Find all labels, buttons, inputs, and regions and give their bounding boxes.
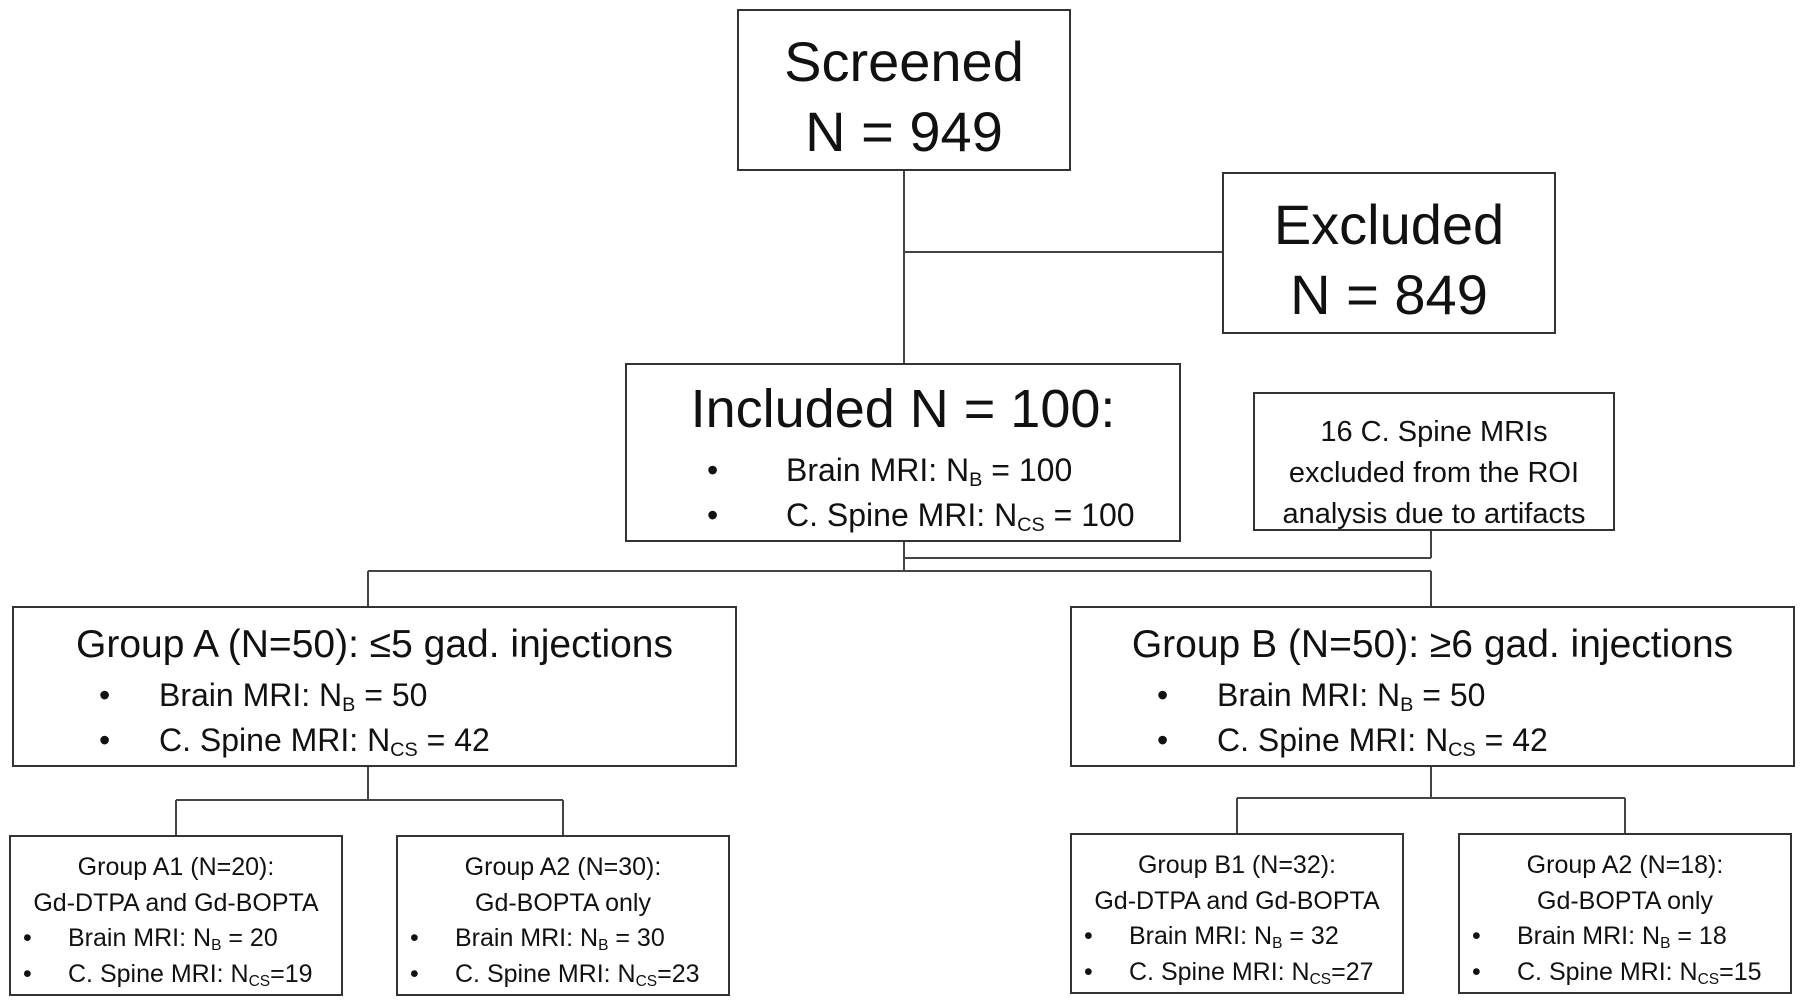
group-b1-box: Group B1 (N=32): Gd-DTPA and Gd-BOPTA •B…: [1070, 833, 1404, 994]
note-line: analysis due to artifacts: [1282, 498, 1586, 530]
screened-count: N = 949: [805, 100, 1003, 163]
group-b2-spine-row: •C. Spine MRI: NCS=15: [1472, 954, 1762, 990]
bullet: •: [23, 960, 32, 988]
group-b-spine-row: •C. Spine MRI: NCS = 42: [1157, 718, 1548, 763]
group-a1-agents: Gd-DTPA and Gd-BOPTA: [33, 889, 319, 917]
bullet: •: [1157, 677, 1169, 713]
group-b1-agents: Gd-DTPA and Gd-BOPTA: [1094, 887, 1380, 915]
group-a-spine-row: •C. Spine MRI: NCS = 42: [99, 718, 490, 763]
group-a2-box: Group A2 (N=30): Gd-BOPTA only •Brain MR…: [396, 835, 730, 996]
bullet: •: [707, 452, 719, 488]
bullet: •: [1157, 722, 1169, 758]
bullet: •: [1084, 958, 1093, 986]
included-box: Included N = 100: •Brain MRI: NB = 100 •…: [625, 363, 1181, 542]
excluded-count: N = 849: [1290, 263, 1488, 326]
group-b-brain-row: •Brain MRI: NB = 50: [1157, 673, 1548, 718]
group-b-box: Group B (N=50): ≥6 gad. injections •Brai…: [1070, 606, 1795, 767]
group-b1-spine-row: •C. Spine MRI: NCS=27: [1084, 954, 1374, 990]
bullet: •: [99, 677, 111, 713]
included-spine-row: •C. Spine MRI: NCS = 100: [707, 493, 1135, 538]
group-b2-title: Group A2 (N=18):: [1526, 851, 1724, 879]
group-a2-agents: Gd-BOPTA only: [475, 889, 651, 917]
group-a-box: Group A (N=50): ≤5 gad. injections •Brai…: [12, 606, 737, 767]
group-b2-box: Group A2 (N=18): Gd-BOPTA only •Brain MR…: [1458, 833, 1792, 994]
group-b-title: Group B (N=50): ≥6 gad. injections: [1131, 623, 1734, 666]
note-line: excluded from the ROI: [1288, 457, 1580, 489]
screened-label: Screened: [784, 30, 1024, 93]
bullet: •: [410, 924, 419, 952]
group-a1-spine-row: •C. Spine MRI: NCS=19: [23, 956, 313, 992]
group-a-brain-row: •Brain MRI: NB = 50: [99, 673, 490, 718]
screened-box: Screened N = 949: [737, 9, 1071, 171]
group-b2-agents: Gd-BOPTA only: [1537, 887, 1713, 915]
bullet: •: [99, 722, 111, 758]
included-brain-row: •Brain MRI: NB = 100: [707, 448, 1135, 493]
bullet: •: [410, 960, 419, 988]
artifacts-note-box: 16 C. Spine MRIs excluded from the ROI a…: [1253, 392, 1615, 531]
group-a2-spine-row: •C. Spine MRI: NCS=23: [410, 956, 700, 992]
bullet: •: [1084, 922, 1093, 950]
group-b1-title: Group B1 (N=32):: [1137, 851, 1336, 879]
bullet: •: [1472, 922, 1481, 950]
group-a2-title: Group A2 (N=30):: [464, 853, 662, 881]
note-line: 16 C. Spine MRIs: [1320, 416, 1548, 448]
group-b1-brain-row: •Brain MRI: NB = 32: [1084, 918, 1374, 954]
group-a1-brain-row: •Brain MRI: NB = 20: [23, 920, 313, 956]
bullet: •: [707, 497, 719, 533]
group-a-title: Group A (N=50): ≤5 gad. injections: [76, 623, 673, 666]
excluded-box: Excluded N = 849: [1222, 172, 1556, 334]
group-b2-brain-row: •Brain MRI: NB = 18: [1472, 918, 1762, 954]
group-a1-title: Group A1 (N=20):: [77, 853, 275, 881]
included-title: Included N = 100:: [690, 379, 1116, 439]
bullet: •: [1472, 958, 1481, 986]
group-a2-brain-row: •Brain MRI: NB = 30: [410, 920, 700, 956]
group-a1-box: Group A1 (N=20): Gd-DTPA and Gd-BOPTA •B…: [9, 835, 343, 996]
bullet: •: [23, 924, 32, 952]
excluded-label: Excluded: [1273, 193, 1505, 256]
